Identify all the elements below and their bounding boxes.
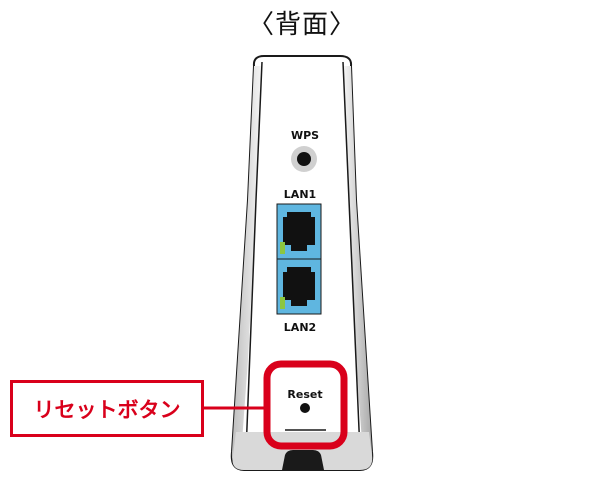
wps-button[interactable] bbox=[291, 146, 317, 172]
lan2-label: LAN2 bbox=[284, 321, 316, 334]
lan1-port[interactable] bbox=[276, 203, 322, 260]
reset-button-callout: リセットボタン bbox=[10, 380, 204, 437]
wps-label: WPS bbox=[291, 129, 319, 142]
reset-label: Reset bbox=[287, 388, 322, 401]
reset-highlight-box bbox=[263, 360, 348, 450]
base-slot bbox=[282, 450, 324, 470]
reset-button[interactable] bbox=[300, 403, 310, 413]
lan1-label: LAN1 bbox=[284, 188, 316, 201]
lan2-port[interactable] bbox=[276, 258, 322, 315]
router-side-right bbox=[344, 66, 373, 469]
lan1-led bbox=[280, 242, 285, 254]
page-title: 〈背面〉 bbox=[247, 10, 356, 40]
router-side-left bbox=[231, 66, 261, 469]
lan2-led bbox=[280, 297, 285, 309]
